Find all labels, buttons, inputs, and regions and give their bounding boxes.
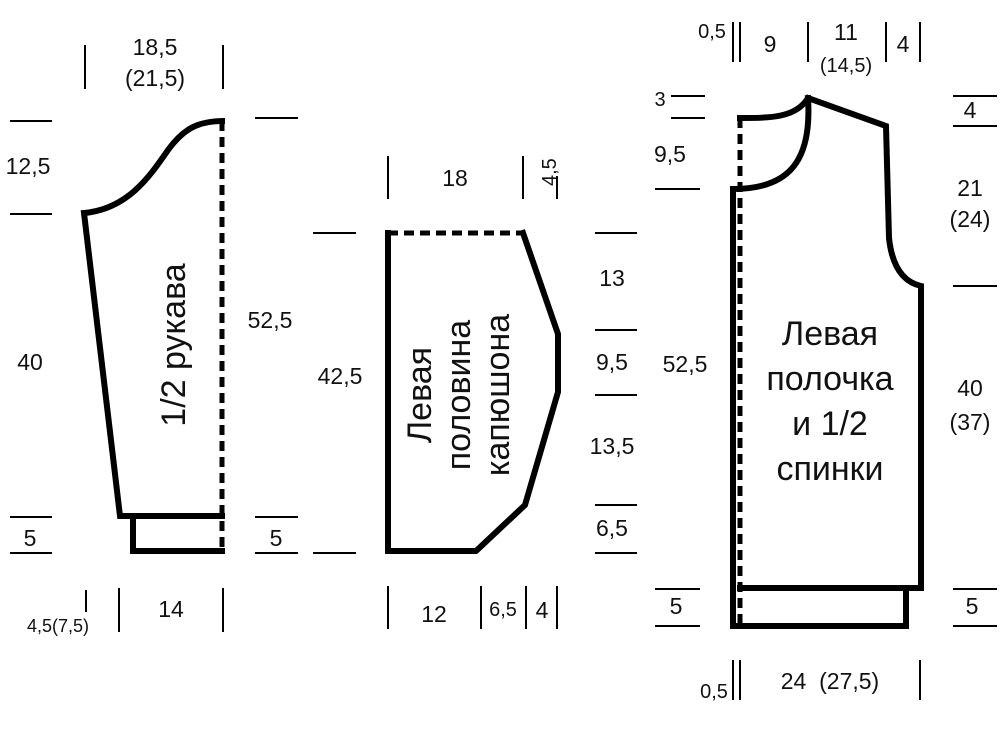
sleeve-cuff xyxy=(130,513,225,554)
hood-title-line1: Левая xyxy=(401,347,439,443)
front-side-length: 40 xyxy=(957,375,983,401)
sleeve-cuff-right: 5 xyxy=(270,525,283,551)
front-band xyxy=(730,585,909,629)
front-top-shoulder-alt: (14,5) xyxy=(820,55,872,77)
sleeve-outline xyxy=(80,117,226,519)
front-bottom-width: 24 (27,5) xyxy=(781,668,879,694)
sleeve-top-width-alt: (21,5) xyxy=(125,65,185,91)
front-neck-drop-small: 3 xyxy=(654,89,665,111)
front-top-neck: 9 xyxy=(764,31,777,57)
front-top-offset: 0,5 xyxy=(698,21,726,43)
hood-piece: 18 4,5 42,5 13 9,5 13,5 6,5 12 6,5 4 Лев… xyxy=(313,156,637,629)
hood-bottom-seg1: 6,5 xyxy=(489,599,517,621)
front-title-line1: Левая xyxy=(782,315,878,353)
front-top-edge: 4 xyxy=(897,31,910,57)
front-neck-curve xyxy=(729,94,812,193)
front-right-band: 5 xyxy=(966,593,979,619)
hood-outline xyxy=(385,229,561,554)
sleeve-top-width: 18,5 xyxy=(133,34,178,60)
hood-seg2: 9,5 xyxy=(596,349,628,375)
front-left-height: 52,5 xyxy=(663,351,708,377)
hood-seg4: 6,5 xyxy=(596,515,628,541)
front-title: Левая полочка и 1/2 спинки xyxy=(766,315,893,488)
front-piece: 0,5 9 11 (14,5) 4 3 9,5 52,5 5 4 21 (24)… xyxy=(654,19,997,703)
sleeve-cap-height: 12,5 xyxy=(6,153,51,179)
sleeve-body-length: 40 xyxy=(17,349,43,375)
front-title-line4: спинки xyxy=(776,450,883,488)
sleeve-cuff-left: 5 xyxy=(24,525,37,551)
front-armhole: 21 xyxy=(957,175,983,201)
hood-title-line2: половина xyxy=(440,320,478,471)
front-neck-depth: 9,5 xyxy=(654,141,686,167)
sleeve-offset: 4,5(7,5) xyxy=(27,616,89,636)
hood-bottom-width: 12 xyxy=(421,601,447,627)
front-bottom-offset: 0,5 xyxy=(700,681,728,703)
front-title-line3: и 1/2 xyxy=(792,405,868,443)
front-armhole-alt: (24) xyxy=(950,206,991,232)
front-top-shoulder: 11 xyxy=(834,19,858,45)
sleeve-title: 1/2 рукава xyxy=(155,263,193,426)
front-outline xyxy=(736,94,924,591)
sleeve-piece: 18,5 (21,5) 12,5 40 52,5 5 5 4,5(7,5) 14… xyxy=(6,34,298,636)
front-side-length-alt: (37) xyxy=(950,409,991,435)
hood-seg1: 13 xyxy=(599,265,625,291)
hood-top-step: 4,5 xyxy=(539,158,561,186)
hood-seg3: 13,5 xyxy=(590,433,635,459)
hood-top-width: 18 xyxy=(442,165,468,191)
hood-height: 42,5 xyxy=(318,363,363,389)
front-right-shoulder-drop: 4 xyxy=(964,97,977,123)
hood-bottom-seg2: 4 xyxy=(536,597,549,623)
front-title-line2: полочка xyxy=(766,360,893,398)
front-left-band: 5 xyxy=(670,593,683,619)
sleeve-bottom-width: 14 xyxy=(158,596,184,622)
hood-title-line3: капюшона xyxy=(479,314,517,476)
sleeve-total-length: 52,5 xyxy=(248,307,293,333)
hood-title: Левая половина капюшона xyxy=(401,314,517,476)
